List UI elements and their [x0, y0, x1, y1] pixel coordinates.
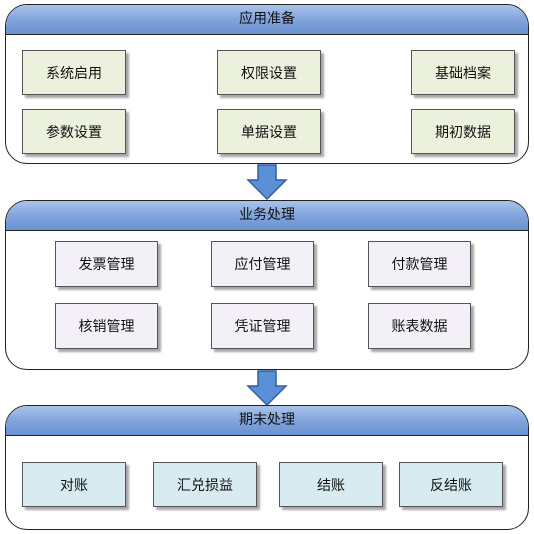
- arrow-down-icon: [246, 164, 288, 200]
- box-basic-archives[interactable]: 基础档案: [411, 50, 515, 95]
- box-voucher-management[interactable]: 凭证管理: [211, 303, 314, 349]
- section-preparation: 应用准备 系统启用 权限设置 基础档案 参数设置 单据设置 期初数据: [5, 4, 529, 164]
- box-report-data[interactable]: 账表数据: [368, 303, 471, 349]
- box-payment-management[interactable]: 付款管理: [368, 241, 471, 287]
- box-payable-management[interactable]: 应付管理: [211, 241, 314, 287]
- box-opening-data[interactable]: 期初数据: [411, 109, 515, 154]
- box-writeoff-management[interactable]: 核销管理: [55, 303, 158, 349]
- section-business: 业务处理 发票管理 应付管理 付款管理 核销管理 凭证管理 账表数据: [5, 200, 529, 370]
- box-reverse-closing[interactable]: 反结账: [399, 462, 503, 507]
- box-parameter-settings[interactable]: 参数设置: [22, 109, 126, 154]
- box-permission-settings[interactable]: 权限设置: [217, 50, 321, 95]
- box-closing[interactable]: 结账: [279, 462, 383, 507]
- box-document-settings[interactable]: 单据设置: [217, 109, 321, 154]
- box-system-enable[interactable]: 系统启用: [22, 50, 126, 95]
- section-period-end-title: 期末处理: [6, 406, 528, 436]
- box-invoice-management[interactable]: 发票管理: [55, 241, 158, 287]
- box-exchange-gain-loss[interactable]: 汇兑损益: [153, 462, 257, 507]
- section-period-end: 期末处理 对账 汇兑损益 结账 反结账: [5, 405, 529, 530]
- arrow-down-icon: [246, 370, 288, 406]
- section-preparation-title: 应用准备: [6, 5, 528, 35]
- section-business-title: 业务处理: [6, 201, 528, 231]
- box-reconciliation[interactable]: 对账: [22, 462, 126, 507]
